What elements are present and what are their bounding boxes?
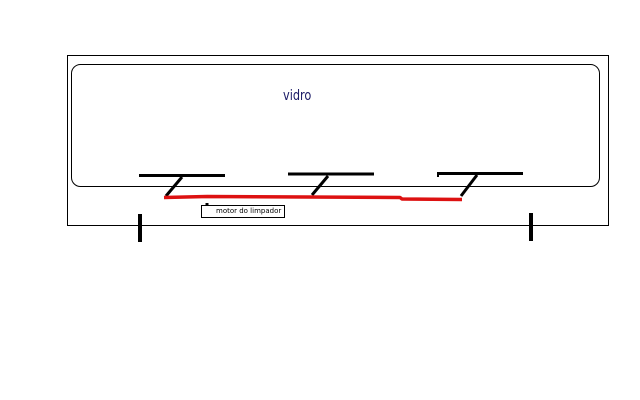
glass-label: vidro bbox=[283, 88, 312, 104]
outer-frame bbox=[67, 55, 609, 226]
motor-label-box bbox=[201, 205, 285, 218]
wiper-arm-3 bbox=[459, 174, 479, 197]
motor-label: motor do limpador bbox=[216, 207, 282, 215]
glass-pane bbox=[71, 64, 600, 187]
wiper-linkage-bar bbox=[163, 194, 463, 202]
wiper-arm-1 bbox=[164, 176, 184, 197]
wiper-arm-2 bbox=[310, 175, 330, 196]
